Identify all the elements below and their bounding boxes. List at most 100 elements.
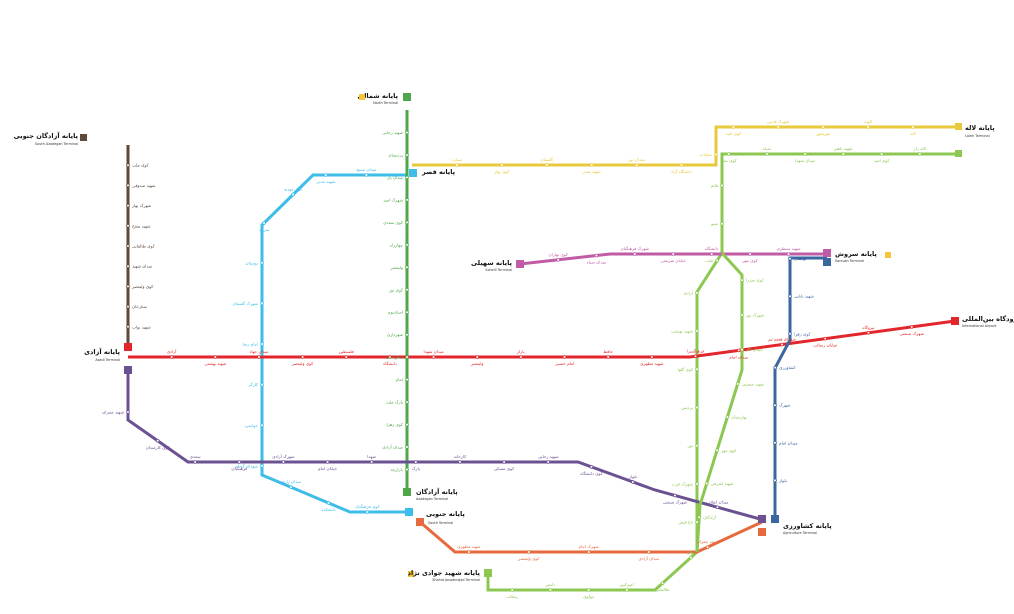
station-marker[interactable] <box>736 348 741 353</box>
station-marker[interactable] <box>866 330 871 335</box>
station-marker[interactable] <box>720 221 724 226</box>
line-red-route[interactable] <box>128 319 956 359</box>
station-marker[interactable] <box>714 152 718 157</box>
station-marker[interactable] <box>519 355 523 359</box>
station-marker[interactable] <box>281 460 286 464</box>
station-marker[interactable] <box>776 125 781 129</box>
station-marker[interactable] <box>589 465 594 469</box>
station-marker[interactable] <box>704 481 709 486</box>
station-marker[interactable] <box>586 550 591 554</box>
station-marker[interactable] <box>773 403 777 408</box>
line-magenta-route[interactable] <box>519 252 827 266</box>
station-marker[interactable] <box>126 244 130 248</box>
station-marker[interactable] <box>735 382 740 386</box>
station-marker[interactable] <box>695 405 699 410</box>
station-marker[interactable] <box>695 443 699 448</box>
station-marker[interactable] <box>695 291 699 295</box>
station-marker[interactable] <box>695 367 699 372</box>
line-lime-east-branch[interactable] <box>695 251 744 553</box>
terminal-brown[interactable]: پایانه آزادگان جنوبی South Azadegan Term… <box>14 131 87 146</box>
station-marker[interactable] <box>625 588 629 592</box>
station-marker[interactable] <box>693 354 698 359</box>
station-marker[interactable] <box>257 355 261 359</box>
station-marker[interactable] <box>467 550 471 554</box>
station-marker[interactable] <box>632 252 637 256</box>
terminal-red-west[interactable]: پایانه آزادی Azadi Terminal <box>84 343 132 374</box>
station-marker[interactable] <box>786 252 791 256</box>
station-marker[interactable] <box>548 588 553 592</box>
station-marker[interactable] <box>740 313 744 317</box>
terminal-yellow-west[interactable]: پایانه قصر <box>409 168 455 177</box>
station-marker[interactable] <box>405 355 409 359</box>
station-marker[interactable] <box>502 460 506 464</box>
station-marker[interactable] <box>369 460 374 464</box>
station-marker[interactable] <box>695 482 699 486</box>
station-marker[interactable] <box>193 460 197 464</box>
station-marker[interactable] <box>594 253 599 258</box>
terminal-green-north[interactable]: پایانه شمالی North Terminal <box>357 92 411 105</box>
station-marker[interactable] <box>237 460 242 464</box>
station-marker[interactable] <box>431 355 436 359</box>
station-marker[interactable] <box>405 310 409 315</box>
station-marker[interactable] <box>126 163 130 168</box>
station-marker[interactable] <box>731 125 736 129</box>
station-marker[interactable] <box>458 460 462 464</box>
station-marker[interactable] <box>510 588 515 592</box>
terminal-red-east[interactable]: فرودگاه بین‌المللی International Airport <box>951 315 1014 328</box>
station-marker[interactable] <box>773 365 777 370</box>
station-marker[interactable] <box>260 342 264 346</box>
line-orange-route[interactable] <box>419 520 763 554</box>
station-marker[interactable] <box>291 192 295 197</box>
station-marker[interactable] <box>546 460 551 464</box>
station-marker[interactable] <box>126 224 130 228</box>
station-marker[interactable] <box>634 163 639 167</box>
station-marker[interactable] <box>155 438 160 443</box>
line-lime-route[interactable] <box>486 152 958 592</box>
station-marker[interactable] <box>323 173 328 177</box>
station-marker[interactable] <box>405 332 409 337</box>
line-navy-route[interactable] <box>773 256 827 518</box>
station-marker[interactable] <box>260 260 264 265</box>
station-marker[interactable] <box>673 493 677 498</box>
station-marker[interactable] <box>405 422 409 427</box>
station-marker[interactable] <box>126 410 130 414</box>
station-marker[interactable] <box>562 355 567 359</box>
station-marker[interactable] <box>841 152 846 156</box>
station-marker[interactable] <box>405 400 409 404</box>
station-marker[interactable] <box>526 550 531 554</box>
station-marker[interactable] <box>715 448 719 453</box>
station-marker[interactable] <box>405 175 409 180</box>
station-marker[interactable] <box>695 520 699 524</box>
station-marker[interactable] <box>821 125 826 129</box>
station-marker[interactable] <box>788 331 792 336</box>
station-marker[interactable] <box>405 265 409 270</box>
station-marker[interactable] <box>748 252 752 256</box>
station-marker[interactable] <box>169 355 174 359</box>
station-marker[interactable] <box>773 441 777 445</box>
station-marker[interactable] <box>788 294 792 298</box>
terminal-green-south[interactable]: پایانه آزادگان Azadegan Terminal <box>403 487 458 501</box>
station-marker[interactable] <box>260 464 264 468</box>
station-marker[interactable] <box>606 355 610 359</box>
station-marker[interactable] <box>780 342 784 347</box>
station-marker[interactable] <box>388 355 392 359</box>
station-marker[interactable] <box>866 125 870 129</box>
station-marker[interactable] <box>803 152 807 156</box>
station-marker[interactable] <box>344 355 349 359</box>
terminal-magenta-west[interactable]: پایانه سهیلی Soheili Terminal <box>471 259 524 272</box>
station-marker[interactable] <box>788 256 792 261</box>
station-marker[interactable] <box>725 415 730 419</box>
station-marker[interactable] <box>671 252 676 256</box>
station-marker[interactable] <box>740 347 744 352</box>
station-marker[interactable] <box>260 301 264 306</box>
station-marker[interactable] <box>726 152 731 156</box>
terminal-blue-south[interactable]: پایانه جنوبی South Terminal <box>405 508 465 526</box>
terminal-magenta-east[interactable]: پایانه سروش Soroush Terminal <box>823 249 891 266</box>
station-marker[interactable] <box>126 264 130 269</box>
station-marker[interactable] <box>126 284 130 289</box>
station-marker[interactable] <box>715 258 719 263</box>
station-marker[interactable] <box>909 325 914 329</box>
station-marker[interactable] <box>500 163 504 167</box>
station-marker[interactable] <box>879 152 884 156</box>
station-marker[interactable] <box>765 152 769 156</box>
